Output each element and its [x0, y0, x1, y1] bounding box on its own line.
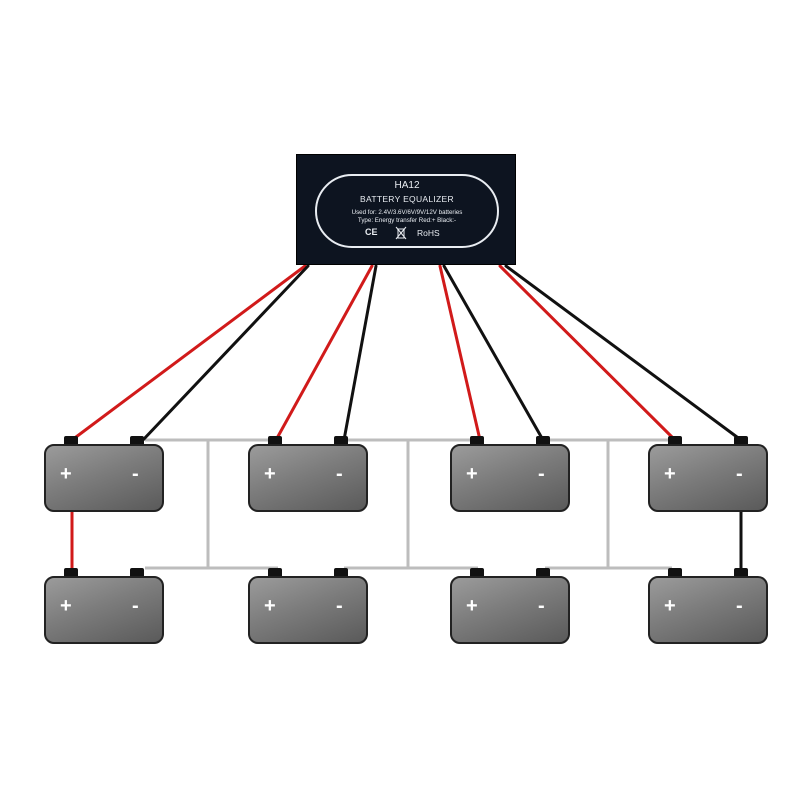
- negative-terminal: [536, 568, 550, 578]
- minus-sign: -: [336, 595, 343, 617]
- equalizer-name: BATTERY EQUALIZER: [360, 194, 454, 204]
- battery-top-3: + -: [450, 436, 570, 512]
- battery-equalizer-module: HA12 BATTERY EQUALIZER Used for: 2.4V/3.…: [296, 154, 516, 265]
- battery-body: [648, 576, 768, 644]
- positive-terminal: [64, 568, 78, 578]
- positive-terminal: [668, 568, 682, 578]
- negative-terminal: [536, 436, 550, 446]
- lead-red-3: [438, 264, 482, 442]
- minus-sign: -: [736, 463, 743, 485]
- minus-sign: -: [538, 595, 545, 617]
- lead-black-2: [342, 264, 378, 442]
- plus-sign: +: [466, 463, 478, 485]
- battery-body: [44, 576, 164, 644]
- lead-black-1: [141, 264, 310, 442]
- negative-terminal: [130, 436, 144, 446]
- crossed-bin-icon: [395, 226, 407, 240]
- battery-top-1: + -: [44, 436, 164, 512]
- battery-bottom-3: + -: [450, 568, 570, 644]
- lead-black-3: [442, 264, 545, 442]
- ce-mark: CE: [365, 227, 378, 237]
- battery-links: [145, 438, 672, 570]
- battery-body: [648, 444, 768, 512]
- battery-bottom-1: + -: [44, 568, 164, 644]
- equalizer-label-oval: [315, 174, 499, 248]
- positive-terminal: [668, 436, 682, 446]
- rohs-mark: RoHS: [417, 228, 440, 238]
- positive-terminal: [268, 436, 282, 446]
- minus-sign: -: [132, 463, 139, 485]
- negative-terminal: [334, 436, 348, 446]
- battery-bottom-4: + -: [648, 568, 768, 644]
- positive-terminal: [64, 436, 78, 446]
- minus-sign: -: [132, 595, 139, 617]
- plus-sign: +: [664, 463, 676, 485]
- negative-terminal: [130, 568, 144, 578]
- battery-body: [44, 444, 164, 512]
- plus-sign: +: [264, 595, 276, 617]
- lead-red-2: [274, 264, 374, 442]
- lead-red-1: [70, 264, 307, 442]
- plus-sign: +: [60, 463, 72, 485]
- equalizer-certification-marks: CE RoHS: [365, 226, 465, 241]
- negative-terminal: [334, 568, 348, 578]
- battery-body: [248, 444, 368, 512]
- positive-terminal: [470, 436, 484, 446]
- battery-body: [450, 576, 570, 644]
- battery-bottom-2: + -: [248, 568, 368, 644]
- plus-sign: +: [664, 595, 676, 617]
- battery-body: [450, 444, 570, 512]
- equalizer-type: Type: Energy transfer Red:+ Black:-: [357, 217, 457, 224]
- plus-sign: +: [264, 463, 276, 485]
- lead-red-4: [498, 264, 677, 442]
- equalizer-used-for: Used for: 2.4V/3.6V/6V/9V/12V batteries: [351, 209, 463, 216]
- lead-black-4: [504, 264, 743, 442]
- link-3-4: [545, 438, 610, 570]
- equalizer-model: HA12: [394, 180, 420, 191]
- positive-terminal: [268, 568, 282, 578]
- plus-sign: +: [60, 595, 72, 617]
- minus-sign: -: [336, 463, 343, 485]
- battery-body: [248, 576, 368, 644]
- negative-terminal: [734, 436, 748, 446]
- link-2-3: [344, 438, 410, 570]
- minus-sign: -: [538, 463, 545, 485]
- negative-terminal: [734, 568, 748, 578]
- positive-terminal: [470, 568, 484, 578]
- battery-top-2: + -: [248, 436, 368, 512]
- battery-top-4: + -: [648, 436, 768, 512]
- link-top-row: [145, 438, 210, 570]
- minus-sign: -: [736, 595, 743, 617]
- plus-sign: +: [466, 595, 478, 617]
